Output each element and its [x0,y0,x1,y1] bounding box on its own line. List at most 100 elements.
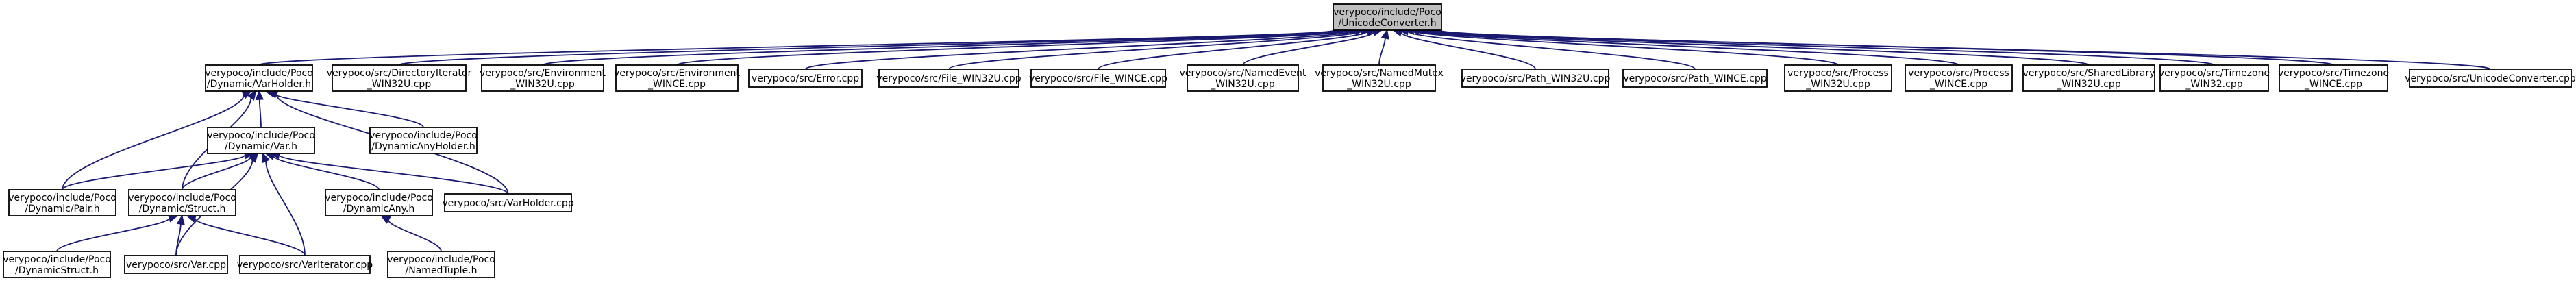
node-box [2159,64,2269,92]
node-label: verypoco/include/Poco [387,254,495,265]
node-box [205,64,313,92]
edge-varc-to-str [175,223,182,256]
node-box [332,64,467,92]
arrowhead [380,215,391,224]
edge-var-to-vh [258,99,262,128]
node-dah[interactable]: verypoco/include/Poco/DynamicAnyHolder.h [369,127,478,154]
node-box [207,127,315,154]
edge-pr2-to-uc [1417,29,1959,66]
node-label: verypoco/include/Poco [325,193,433,203]
node-box [3,251,111,278]
node-label: verypoco/src/Timezone [2278,68,2389,79]
arrowhead [249,152,259,163]
node-env2[interactable]: verypoco/src/Environment_WINCE.cpp [614,64,740,92]
arrowhead [176,214,185,225]
node-label: verypoco/include/Poco [207,130,315,141]
node-label: _WIN32U.cpp [367,79,432,90]
node-uc[interactable]: verypoco/include/Poco/UnicodeConverter.h [1333,3,1442,31]
node-box [8,189,116,216]
node-str[interactable]: verypoco/include/Poco/Dynamic/Struct.h [128,189,236,216]
node-label: _WIN32U.cpp [1805,79,1870,90]
node-label: verypoco/include/Poco [3,254,111,265]
node-nm[interactable]: verypoco/src/NamedMutex_WIN32U.cpp [1315,64,1444,92]
node-tz2[interactable]: verypoco/src/Timezone_WINCE.cpp [2278,64,2389,92]
node-label: verypoco/src/File_WIN32U.cpp [876,73,1021,84]
node-label: _WIN32U.cpp [510,79,575,90]
edge-nt-to-da [388,219,442,252]
edge-dah-to-vh [273,92,424,128]
node-p1[interactable]: verypoco/src/Path_WIN32U.cpp [1461,69,1611,88]
node-label: _WIN32U.cpp [1346,79,1411,90]
node-box [2409,69,2572,88]
node-vhc[interactable]: verypoco/src/VarHolder.cpp [442,193,574,212]
node-box [615,64,739,92]
node-varc[interactable]: verypoco/src/Var.cpp [124,255,228,274]
node-label: verypoco/src/NamedEvent [1180,68,1306,79]
edge-env1-to-uc [542,29,1346,66]
node-label: verypoco/src/VarHolder.cpp [442,198,573,209]
node-label: verypoco/src/Process [1787,68,1889,79]
node-vi[interactable]: verypoco/src/VarIterator.cpp [237,255,373,274]
node-label: verypoco/include/Poco [369,130,478,141]
node-box [748,69,863,88]
node-tz1[interactable]: verypoco/src/Timezone_WIN32.cpp [2159,64,2270,92]
node-label: verypoco/src/Timezone [2159,68,2270,79]
node-label: verypoco/src/NamedMutex [1315,68,1444,79]
node-label: verypoco/include/Poco [128,193,236,203]
node-pr2[interactable]: verypoco/src/Process_WINCE.cpp [1905,64,2013,92]
edge-nm-to-uc [1378,38,1386,66]
node-label: verypoco/src/Environment [614,68,740,79]
arrowhead [255,90,264,101]
node-ucc[interactable]: verypoco/src/UnicodeConverter.cpp [2405,69,2576,88]
node-label: _WIN32U.cpp [1210,79,1275,90]
node-ne[interactable]: verypoco/src/NamedEvent_WIN32U.cpp [1180,64,1306,92]
node-p2[interactable]: verypoco/src/Path_WINCE.cpp [1622,69,1768,88]
node-label: verypoco/include/Poco [205,68,313,79]
node-label: verypoco/include/Poco [1333,7,1441,18]
node-label: _WINCE.cpp [2304,79,2362,90]
edge-di-to-uc [398,29,1341,66]
node-label: verypoco/src/Error.cpp [752,73,859,84]
node-da[interactable]: verypoco/include/Poco/DynamicAny.h [325,189,433,216]
node-label: _WIN32U.cpp [2056,79,2121,90]
node-label: verypoco/src/File_WINCE.cpp [1029,73,1167,84]
edge-pair-to-var [62,154,246,190]
node-label: verypoco/include/Poco [8,193,116,203]
node-box [878,69,1019,88]
node-pair[interactable]: verypoco/include/Poco/Dynamic/Pair.h [8,189,116,216]
node-box [1905,64,2013,92]
edge-tz1-to-uc [1428,29,2215,66]
node-err[interactable]: verypoco/src/Error.cpp [748,69,863,88]
node-box [444,193,572,212]
node-box [239,255,371,274]
node-label: verypoco/src/Environment [480,68,606,79]
node-label: _WIN32.cpp [2185,79,2242,90]
node-box [1784,64,1892,92]
node-label: verypoco/src/Path_WINCE.cpp [1623,73,1766,84]
node-label: _WINCE.cpp [647,79,706,90]
edge-vi-to-var [265,161,306,256]
edge-env2-to-uc [676,29,1352,66]
node-env1[interactable]: verypoco/src/Environment_WIN32U.cpp [480,64,606,92]
node-vh[interactable]: verypoco/include/Poco/Dynamic/VarHolder.… [205,64,313,92]
node-label: /Dynamic/VarHolder.h [207,79,311,90]
node-label: /Dynamic/Pair.h [25,203,99,214]
node-nt[interactable]: verypoco/include/Poco/NamedTuple.h [387,251,495,278]
node-label: /DynamicAnyHolder.h [371,141,475,152]
edge-f2-to-uc [1098,30,1369,70]
node-box [1622,69,1768,88]
node-f2[interactable]: verypoco/src/File_WINCE.cpp [1029,69,1167,88]
node-f1[interactable]: verypoco/src/File_WIN32U.cpp [876,69,1021,88]
edge-str-to-var [182,156,251,190]
node-ds[interactable]: verypoco/include/Poco/DynamicStruct.h [3,251,111,278]
node-label: verypoco/src/Path_WIN32U.cpp [1461,73,1611,84]
node-label: /DynamicStruct.h [15,265,99,276]
edge-ne-to-uc [1242,32,1374,66]
node-sl[interactable]: verypoco/src/SharedLibrary_WIN32U.cpp [2022,64,2155,92]
node-pr1[interactable]: verypoco/src/Process_WIN32U.cpp [1784,64,1892,92]
node-di[interactable]: verypoco/src/DirectoryIterator_WIN32U.cp… [327,64,472,92]
edge-err-to-uc [804,29,1357,70]
node-var[interactable]: verypoco/include/Poco/Dynamic/Var.h [207,127,315,154]
node-box [1322,64,1436,92]
